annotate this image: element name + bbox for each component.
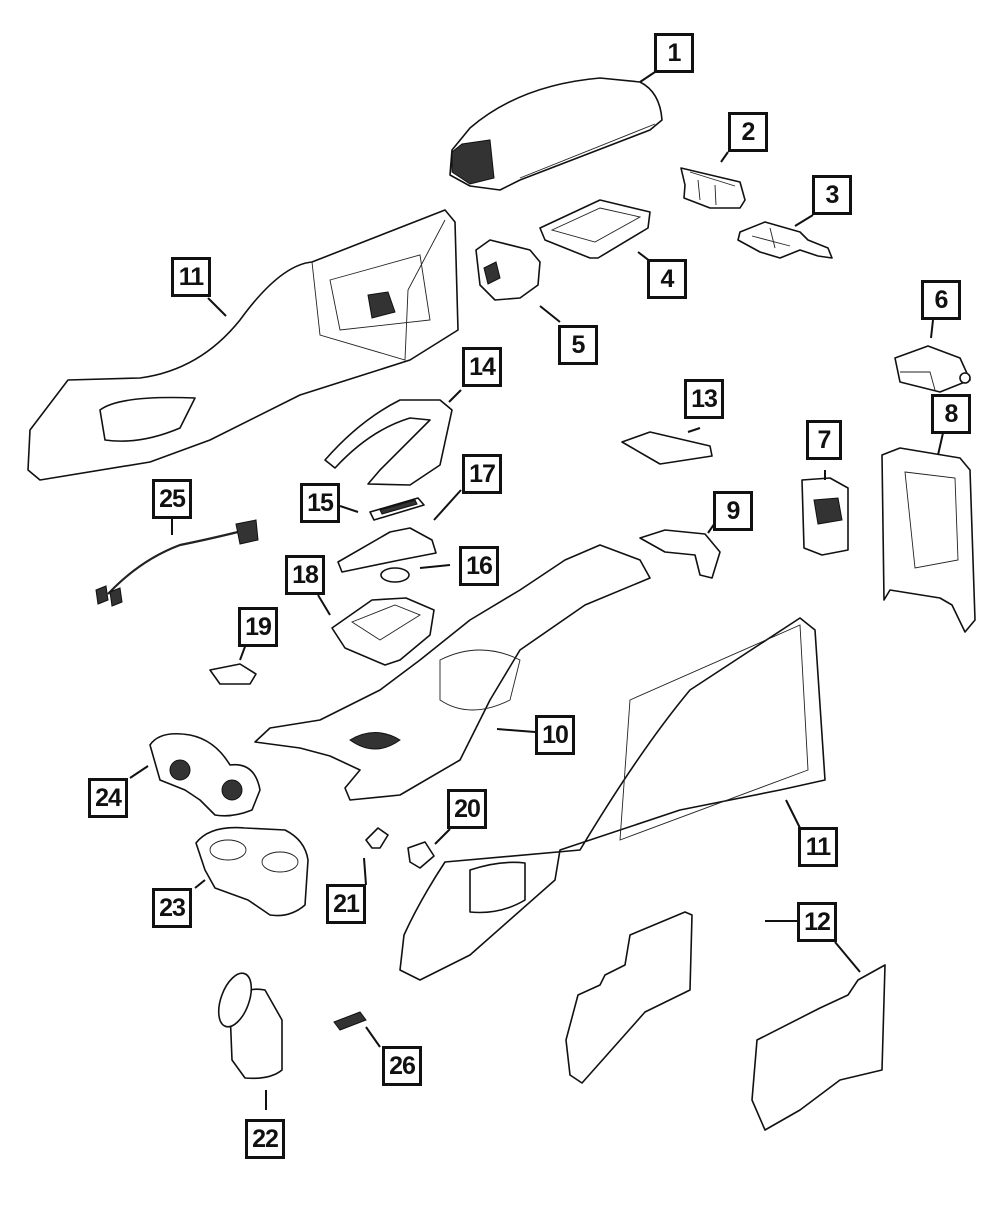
part-usb-wiring-harness [95, 519, 259, 607]
callout-5: 5 [558, 325, 598, 365]
part-latch-bracket [737, 221, 833, 259]
part-storage-bin [475, 239, 541, 301]
part-small-bin [209, 663, 257, 685]
callout-13: 13 [684, 379, 724, 419]
part-lid-hinge [680, 167, 746, 209]
part-rear-access-panel [801, 477, 849, 556]
part-rear-trim-cap [639, 529, 721, 579]
part-module [894, 345, 971, 393]
part-side-panel-right [399, 617, 826, 981]
part-push-pin-retainer [407, 841, 435, 869]
callout-4: 4 [647, 259, 687, 299]
callout-7: 7 [806, 420, 842, 460]
callout-25: 25 [152, 479, 192, 519]
callout-14: 14 [462, 347, 502, 387]
callout-20: 20 [447, 789, 487, 829]
part-side-panel-left [27, 209, 459, 481]
callout-2: 2 [728, 112, 768, 152]
part-connector [333, 1011, 367, 1031]
callout-1: 1 [654, 33, 694, 73]
part-console-top-housing [254, 544, 651, 801]
part-mat [621, 431, 713, 465]
part-trim-cover [337, 527, 437, 573]
leader-lines [129, 71, 944, 1110]
callout-16: 16 [459, 546, 499, 586]
part-switch-bank [369, 497, 425, 521]
callout-17: 17 [462, 454, 502, 494]
callout-11-left: 11 [171, 257, 211, 297]
part-cup-holder-insert [149, 732, 261, 817]
callout-22: 22 [245, 1119, 285, 1159]
callout-23: 23 [152, 888, 192, 928]
callout-11-right: 11 [798, 827, 838, 867]
part-shifter-mount-bracket [331, 597, 435, 666]
callout-9: 9 [713, 491, 753, 531]
part-button-cap [380, 567, 410, 583]
callout-15: 15 [300, 483, 340, 523]
part-clip [365, 827, 389, 849]
callout-12: 12 [797, 902, 837, 942]
part-rear-bezel [881, 447, 976, 633]
callout-26: 26 [382, 1046, 422, 1086]
part-armrest-lid [449, 77, 663, 191]
callout-8: 8 [931, 394, 971, 434]
part-cup-holder-housing [195, 826, 309, 917]
part-ash-receptacle [217, 972, 283, 1080]
part-side-shields [565, 911, 886, 1131]
callout-19: 19 [238, 607, 278, 647]
callout-24: 24 [88, 778, 128, 818]
part-shifter-bezel [324, 399, 453, 486]
part-storage-tray [539, 199, 651, 259]
callout-3: 3 [812, 175, 852, 215]
callout-18: 18 [285, 555, 325, 595]
callout-21: 21 [326, 884, 366, 924]
callout-6: 6 [921, 280, 961, 320]
callout-10: 10 [535, 715, 575, 755]
